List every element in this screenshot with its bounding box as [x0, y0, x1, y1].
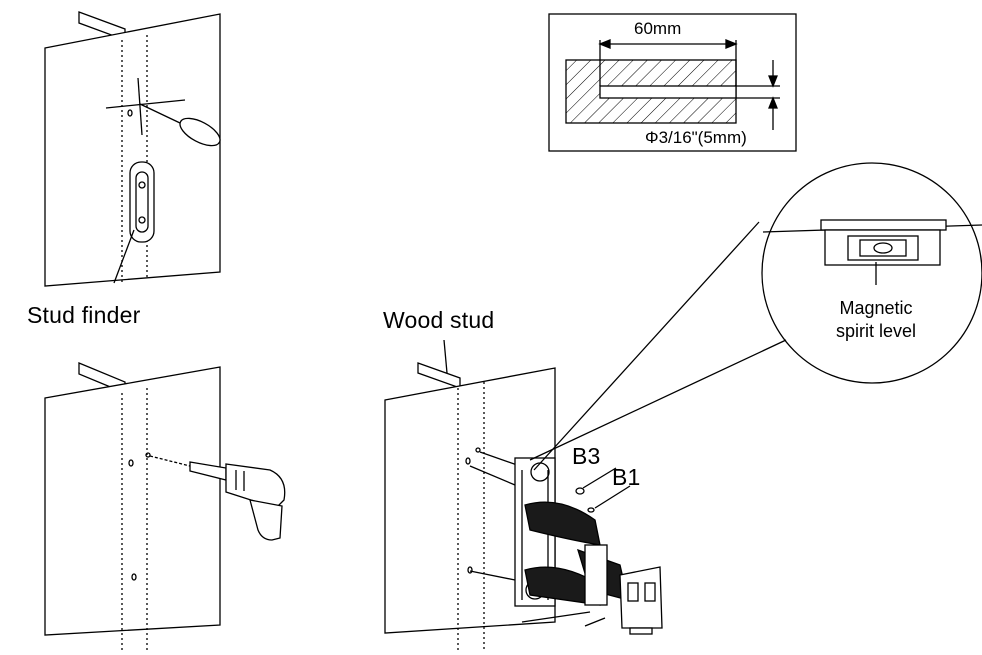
- level-label-line2: spirit level: [835, 321, 917, 341]
- stud-finder-label: Stud finder: [27, 302, 141, 328]
- wall-panel-stud-finder: [44, 11, 221, 287]
- level-label-line1: Magnetic: [839, 298, 913, 318]
- wood-stud-label: Wood stud: [383, 307, 495, 333]
- stud-finder-icon: [113, 161, 155, 284]
- level-callout: [529, 162, 982, 471]
- tv-plate: [619, 566, 663, 635]
- hole-spec-box: [548, 13, 797, 152]
- hole-depth-label: 60mm: [634, 19, 682, 38]
- wall-panel-drilling: [44, 362, 221, 650]
- wall-panel-mounted: [384, 339, 556, 650]
- hole-diameter-label: Φ3/16"(5mm): [645, 128, 747, 147]
- bolt-b3-label: B3: [572, 443, 601, 469]
- drill-icon: [149, 455, 286, 541]
- bolt-b1-label: B1: [612, 464, 641, 490]
- pencil-icon: [139, 103, 221, 147]
- lag-bolts: [521, 467, 631, 627]
